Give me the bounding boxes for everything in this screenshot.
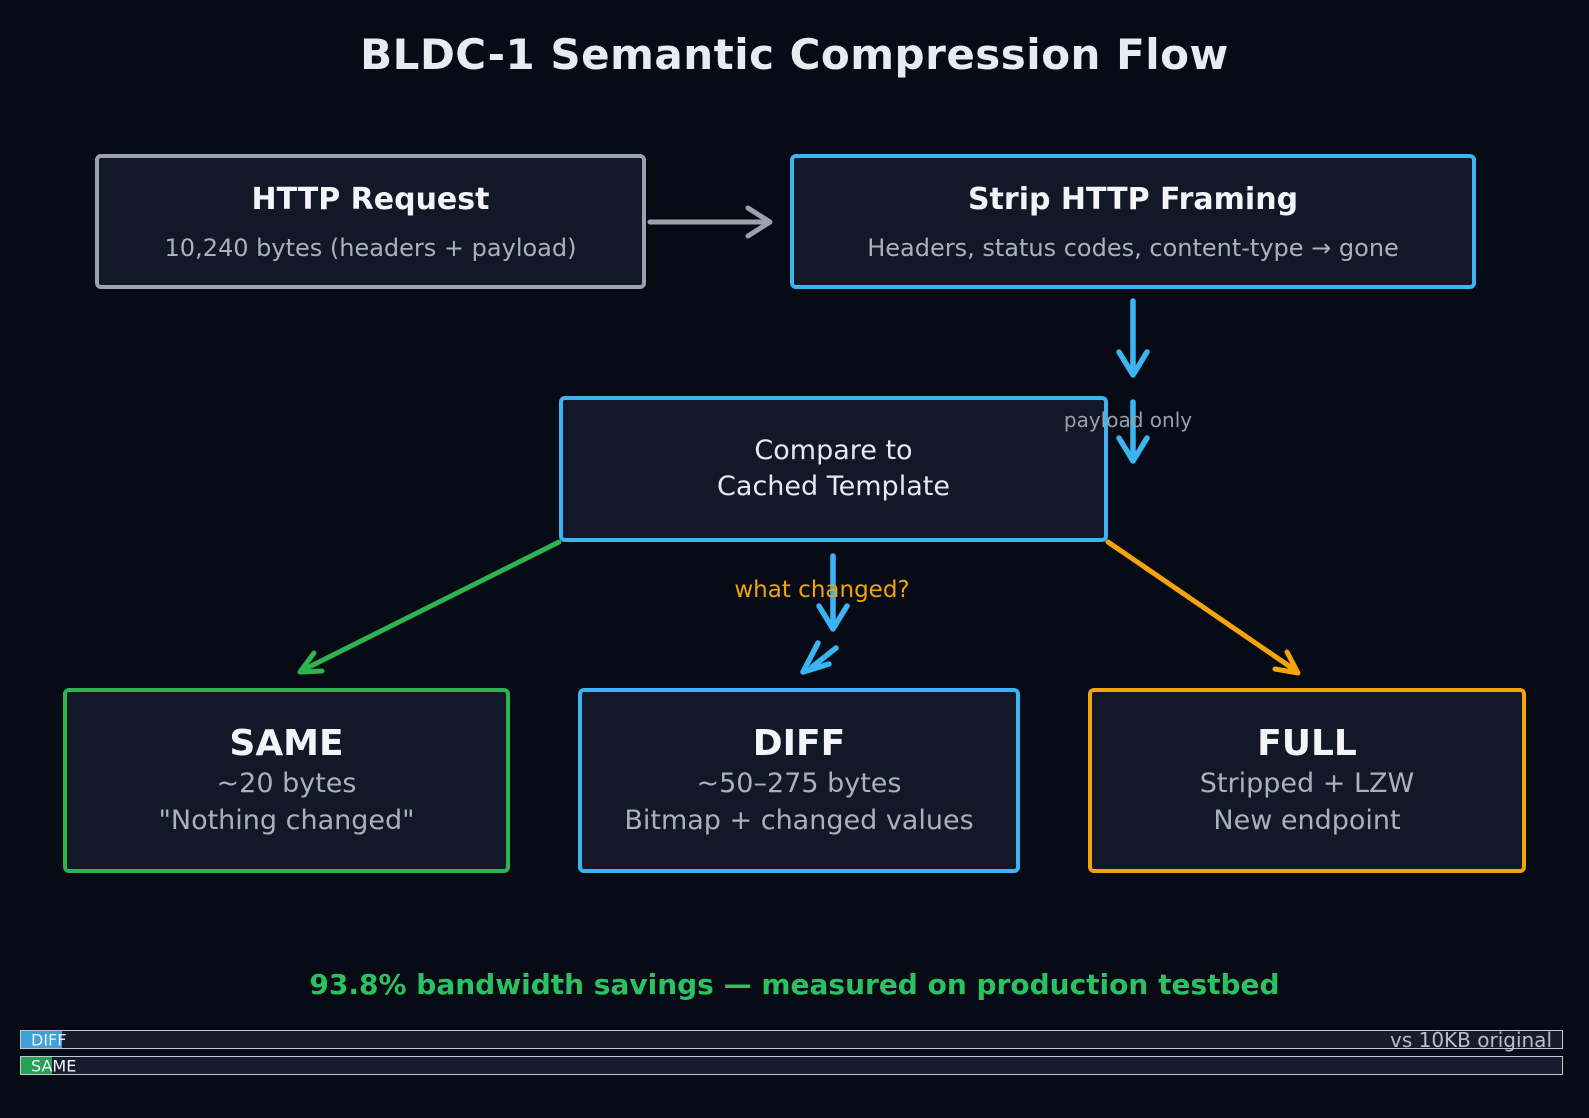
bar-diff-label: DIFF <box>31 1030 67 1049</box>
bar-same-track: SAME <box>20 1056 1563 1075</box>
node-same-detail1: ~20 bytes <box>216 768 357 800</box>
node-compare-line1: Compare to <box>754 435 913 467</box>
edge-label-payload-only: payload only <box>1063 408 1193 432</box>
arrow-compare-to-same-icon <box>297 539 562 675</box>
node-diff-title: DIFF <box>752 723 846 765</box>
node-outcome-diff: DIFF ~50–275 bytes Bitmap + changed valu… <box>578 688 1020 873</box>
node-full-title: FULL <box>1257 723 1357 765</box>
node-diff-detail1: ~50–275 bytes <box>696 768 902 800</box>
node-full-detail2: New endpoint <box>1213 805 1401 836</box>
bar-reference-note: vs 10KB original <box>1389 1027 1552 1052</box>
arrow-http-to-strip-icon <box>647 205 773 239</box>
bar-same-fill <box>21 1057 52 1074</box>
node-outcome-full: FULL Stripped + LZW New endpoint <box>1088 688 1526 873</box>
node-same-title: SAME <box>229 723 344 765</box>
bar-diff-track: DIFF vs 10KB original <box>20 1027 1563 1052</box>
node-same-detail2: "Nothing changed" <box>158 805 415 836</box>
bar-diff-fill <box>21 1031 62 1048</box>
bar-same-label: SAME <box>31 1056 77 1075</box>
node-strip-framing-title: Strip HTTP Framing <box>967 181 1299 217</box>
node-http-request-subtitle: 10,240 bytes (headers + payload) <box>164 233 577 262</box>
arrow-diff-head-icon <box>800 640 839 675</box>
node-outcome-same: SAME ~20 bytes "Nothing changed" <box>63 688 510 873</box>
node-full-detail1: Stripped + LZW <box>1199 768 1415 800</box>
node-strip-framing-subtitle: Headers, status codes, content-type → go… <box>867 233 1399 262</box>
arrow-compare-to-full-icon <box>1105 539 1301 676</box>
node-compare-template: Compare to Cached Template <box>559 396 1108 542</box>
bandwidth-savings-summary: 93.8% bandwidth savings — measured on pr… <box>309 968 1280 1001</box>
node-http-request: HTTP Request 10,240 bytes (headers + pay… <box>95 154 646 289</box>
node-strip-framing: Strip HTTP Framing Headers, status codes… <box>790 154 1476 289</box>
arrow-payload-upper-icon <box>1116 298 1150 378</box>
node-http-request-title: HTTP Request <box>251 181 490 217</box>
edge-label-what-changed: what changed? <box>734 577 910 603</box>
page-title: BLDC-1 Semantic Compression Flow <box>360 30 1229 79</box>
node-compare-line2: Cached Template <box>717 471 950 502</box>
node-diff-detail2: Bitmap + changed values <box>624 805 974 836</box>
